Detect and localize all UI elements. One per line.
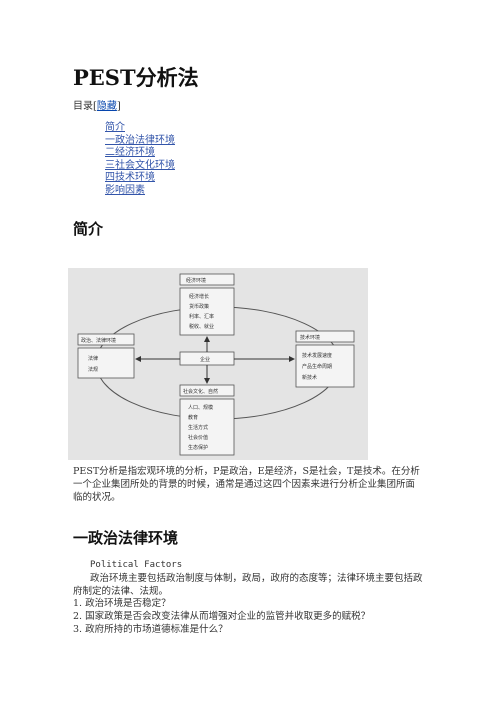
toc-link-political[interactable]: 一政治法律环境	[105, 134, 175, 146]
pest-diagram: 经济环境 经济增长 货币政策 利率、汇率 税收、就业 政治、法律环境 法律 法规…	[68, 268, 368, 460]
political-title-box	[77, 333, 135, 346]
toc-item: 三社会文化环境	[105, 160, 175, 173]
social-item: 教育	[188, 414, 198, 421]
political-title: 政治、法律环境	[81, 337, 116, 344]
toc-item: 四技术环境	[105, 172, 175, 185]
econ-item: 税收、就业	[189, 323, 214, 330]
econ-items-box	[179, 287, 235, 336]
list-item: 3. 政府所持的市场道德标准是什么？	[73, 624, 228, 635]
toc-list: 简介 一政治法律环境 二经济环境 三社会文化环境 四技术环境 影响因素	[105, 122, 175, 197]
tech-item: 新技术	[302, 374, 317, 381]
toc-link-economic[interactable]: 二经济环境	[105, 147, 155, 158]
toc-toggle-link[interactable]: 隐藏	[96, 101, 117, 112]
political-items-box	[77, 347, 135, 379]
econ-item: 利率、汇率	[189, 313, 214, 320]
econ-title-box	[179, 273, 235, 286]
page-title: PEST分析法	[73, 65, 199, 90]
social-item: 社会价值	[188, 434, 208, 441]
toc-header: 目录[隐藏]	[73, 97, 121, 112]
econ-title: 经济环境	[186, 277, 206, 284]
social-item: 生活方式	[188, 424, 208, 431]
toc-link-social[interactable]: 三社会文化环境	[105, 159, 175, 171]
political-item: 法律	[88, 355, 98, 362]
econ-item: 货币政策	[189, 303, 209, 310]
toc-label: 目录[	[73, 101, 97, 112]
toc-link-intro[interactable]: 简介	[105, 122, 125, 133]
toc-item: 简介	[105, 122, 175, 135]
social-title-box	[179, 384, 235, 397]
toc-item: 二经济环境	[105, 147, 175, 160]
list-item: 1. 政治环境是否稳定？	[73, 598, 171, 609]
toc-label-end: ]	[116, 101, 121, 112]
political-question-list: 1. 政治环境是否稳定？ 2. 国家政策是否会改变法律从而增强对企业的监管并收取…	[73, 597, 370, 636]
tech-item: 技术发展速度	[302, 352, 332, 359]
section-heading-political: 一政治法律环境	[73, 529, 179, 547]
tech-title-box	[295, 330, 355, 343]
social-item: 人口、规模	[188, 404, 213, 411]
tech-items-box	[295, 344, 355, 388]
section-heading-intro: 简介	[73, 220, 104, 238]
toc-link-factors[interactable]: 影响因素	[105, 184, 145, 196]
toc-item: 影响因素	[105, 185, 175, 198]
tech-item: 产品生命周期	[302, 363, 332, 370]
pest-diagram-svg: 经济环境 经济增长 货币政策 利率、汇率 税收、就业 政治、法律环境 法律 法规…	[77, 273, 355, 456]
social-title: 社会文化、自然	[183, 388, 218, 395]
political-item: 法规	[88, 366, 98, 373]
social-item: 生态保护	[188, 444, 208, 451]
center-label: 企业	[200, 356, 210, 363]
intro-paragraph: PEST分析是指宏观环境的分析，P是政治，E是经济，S是社会，T是技术。在分析一…	[73, 466, 420, 503]
political-paragraph: 政治环境主要包括政治制度与体制，政局，政府的态度等；法律环境主要包括政府制定的法…	[73, 573, 423, 597]
list-item: 2. 国家政策是否会改变法律从而增强对企业的监管并收取更多的赋税？	[73, 611, 371, 622]
toc-item: 一政治法律环境	[105, 135, 175, 148]
political-english-label: Political Factors	[90, 560, 183, 570]
tech-title: 技术环境	[300, 334, 320, 341]
toc-link-tech[interactable]: 四技术环境	[105, 172, 155, 183]
social-items-box	[179, 398, 235, 456]
econ-item: 经济增长	[189, 293, 209, 300]
